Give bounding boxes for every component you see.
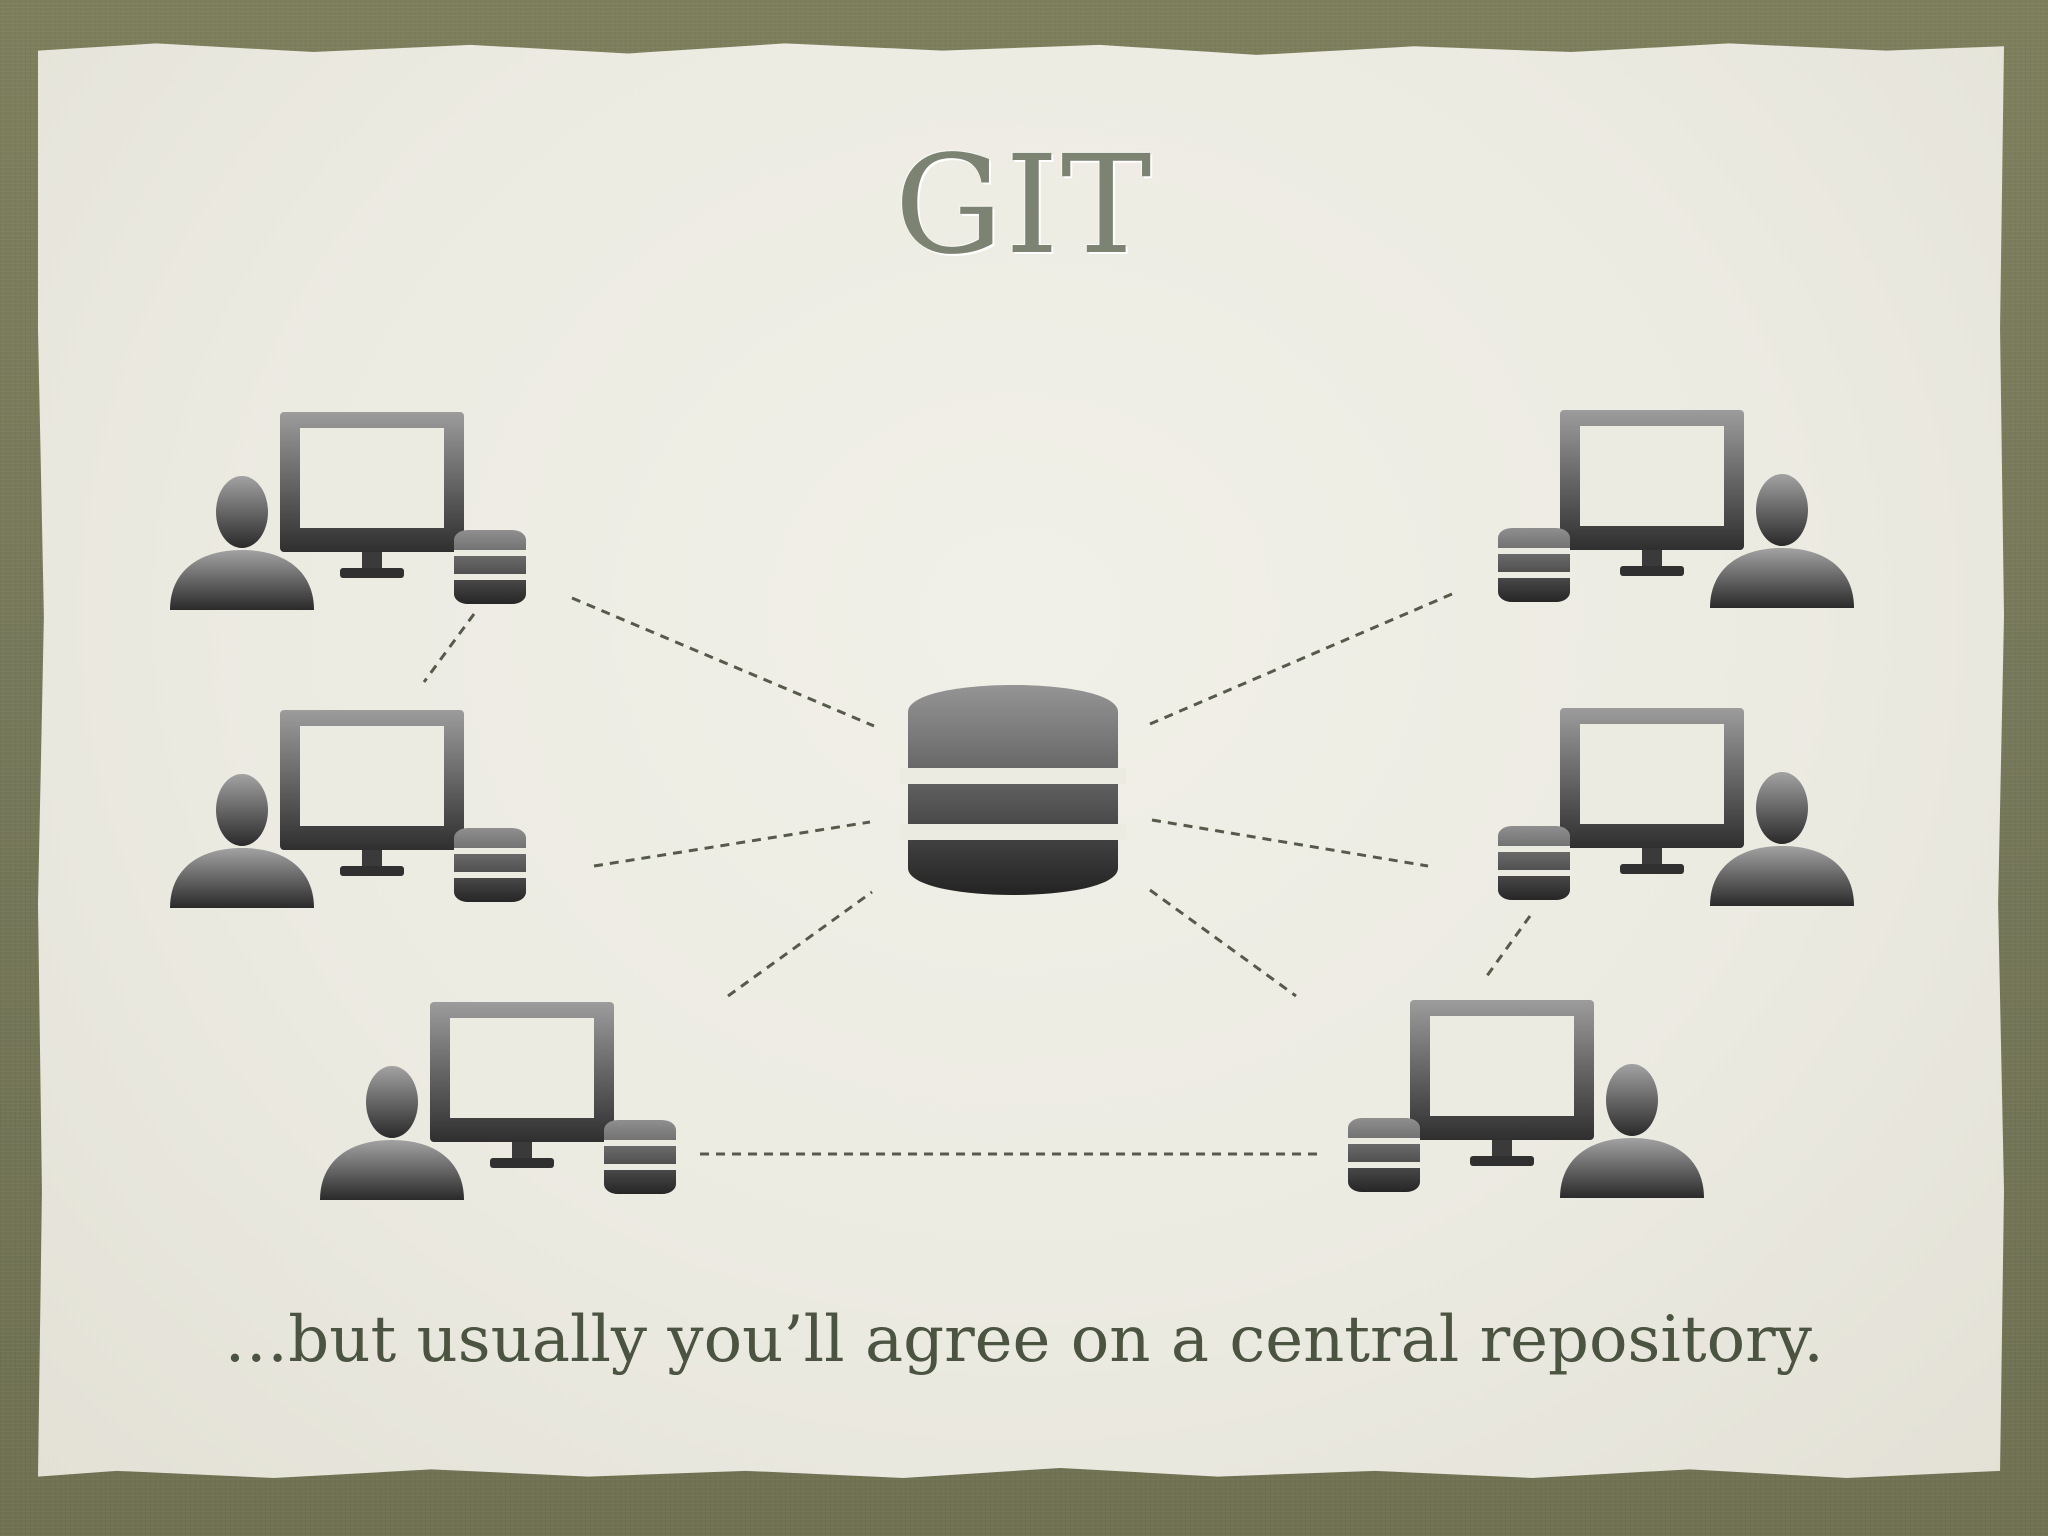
workstation-top-right (1498, 410, 1854, 608)
workstation-bottom-right (1348, 1000, 1704, 1198)
workstation-top-left (170, 412, 526, 610)
connection-lines (422, 592, 1532, 1156)
slide-caption: …but usually you’ll agree on a central r… (224, 1303, 1824, 1377)
central-repository-icon (900, 685, 1126, 895)
workstation-mid-right (1498, 708, 1854, 906)
workstation-bottom-left (320, 1002, 676, 1200)
slide-title: GIT (894, 127, 1154, 285)
workstation-mid-left (170, 710, 526, 908)
